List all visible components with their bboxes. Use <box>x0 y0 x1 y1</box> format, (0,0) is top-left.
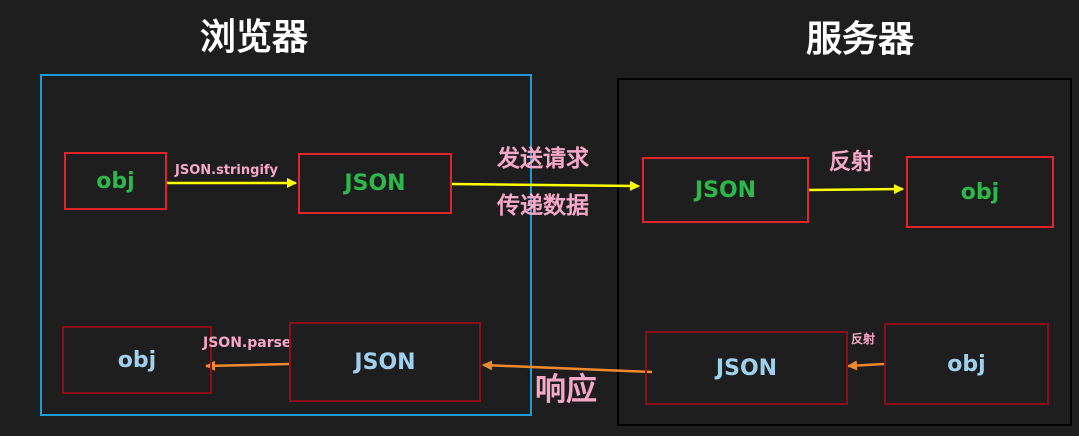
transfer-data-label: 传递数据 <box>497 193 589 219</box>
arrow-parse <box>205 360 290 371</box>
server-reflect-top-label: 反射 <box>829 150 874 175</box>
server-reflect-bottom-label: 反射 <box>851 332 876 346</box>
browser-title: 浏览器 <box>200 17 309 58</box>
server-obj-box: obj <box>906 156 1054 228</box>
server-title: 服务器 <box>806 19 915 60</box>
browser-obj-text: obj <box>96 168 135 194</box>
browser-json-text: JSON <box>344 171 406 196</box>
browser-response-obj-text: obj <box>117 347 157 373</box>
parse-label: JSON.parse <box>203 335 292 351</box>
server-json-text: JSON <box>694 177 757 203</box>
browser-json-box: JSON <box>298 153 452 214</box>
browser-response-json-box: JSON <box>289 322 481 402</box>
response-label: 响应 <box>535 372 597 408</box>
browser-obj-box: obj <box>64 152 167 210</box>
arrow-response <box>482 360 653 374</box>
arrow-send-request <box>451 180 640 191</box>
server-json-box: JSON <box>642 157 809 223</box>
server-panel <box>617 78 1072 426</box>
browser-panel <box>40 74 532 416</box>
stringify-label: JSON.stringify <box>175 163 279 178</box>
send-request-label: 发送请求 <box>497 146 589 172</box>
server-response-obj-text: obj <box>947 351 986 377</box>
server-obj-text: obj <box>960 179 1000 205</box>
browser-response-obj-box: obj <box>62 326 212 394</box>
server-response-json-text: JSON <box>715 355 778 381</box>
browser-response-json-text: JSON <box>354 349 416 375</box>
arrow-server-reflect-top <box>808 184 904 195</box>
server-response-json-box: JSON <box>645 331 848 405</box>
arrow-server-reflect-bottom <box>847 360 885 371</box>
server-response-obj-box: obj <box>884 323 1049 405</box>
